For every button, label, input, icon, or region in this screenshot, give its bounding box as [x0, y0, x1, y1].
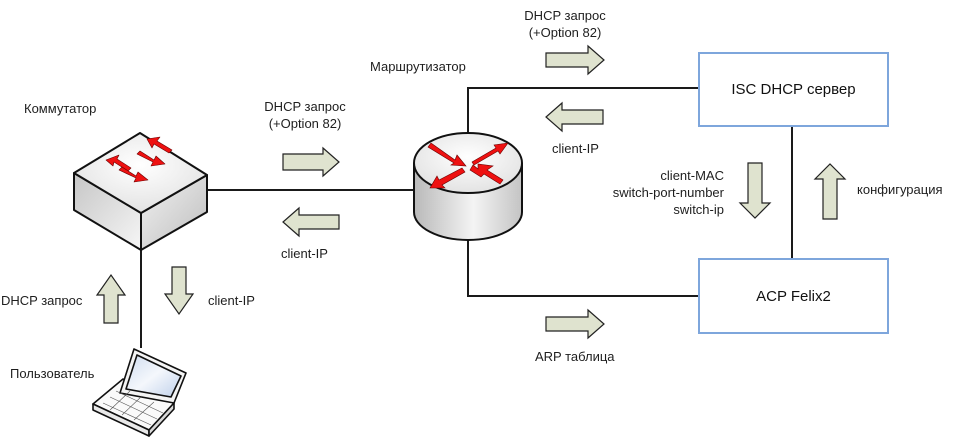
- flow-label-server-to-router: client-IP: [552, 141, 599, 156]
- flow-arrow-router-to-switch: [282, 206, 340, 238]
- flow-label-router-to-server: DHCP запрос (+Option 82): [515, 7, 615, 41]
- flow-label-line: client-MAC: [660, 168, 724, 183]
- flow-arrow-switch-to-user: [163, 266, 195, 316]
- flow-arrow-router-to-server: [545, 44, 605, 76]
- switch-icon[interactable]: [73, 132, 208, 251]
- flow-label-router-to-acp: ARP таблица: [535, 349, 615, 364]
- flow-arrow-router-to-acp: [545, 308, 605, 340]
- acp-label: ACP Felix2: [756, 287, 831, 305]
- flow-arrows: [95, 44, 847, 340]
- flow-arrow-user-to-switch: [95, 273, 127, 324]
- flow-label-server-to-acp: client-MAC switch-port-number switch-ip: [570, 167, 724, 218]
- link-router-acp: [467, 240, 699, 297]
- router-icon[interactable]: [413, 132, 523, 241]
- links: [140, 87, 793, 348]
- user-label: Пользователь: [10, 366, 95, 381]
- flow-arrow-server-to-router: [545, 101, 604, 133]
- flow-label-line: (+Option 82): [268, 116, 342, 131]
- link-router-server: [467, 87, 699, 135]
- flow-label-user-to-switch: DHCP запрос: [1, 293, 83, 308]
- flow-arrow-server-to-acp: [738, 162, 772, 219]
- flow-label-line: DHCP запрос: [524, 8, 606, 23]
- flow-label-line: (+Option 82): [528, 25, 602, 40]
- flow-label-router-to-switch: client-IP: [281, 246, 328, 261]
- flow-label-line: switch-port-number: [612, 185, 724, 200]
- flow-arrow-acp-to-server: [813, 163, 847, 220]
- laptop-icon[interactable]: [92, 348, 187, 437]
- dhcp-server-label: ISC DHCP сервер: [731, 81, 856, 98]
- switch-label: Коммутатор: [24, 101, 97, 116]
- acp-node[interactable]: ACP Felix2: [698, 258, 889, 334]
- flow-arrow-switch-to-router: [282, 146, 340, 178]
- flow-label-switch-to-router: DHCP запрос (+Option 82): [255, 98, 355, 132]
- flow-label-switch-to-user: client-IP: [208, 293, 255, 308]
- flow-label-line: switch-ip: [673, 202, 724, 217]
- dhcp-server-node[interactable]: ISC DHCP сервер: [698, 52, 889, 127]
- flow-label-line: DHCP запрос: [264, 99, 346, 114]
- flow-label-acp-to-server: конфигурация: [857, 182, 943, 197]
- router-label: Маршрутизатор: [370, 59, 466, 74]
